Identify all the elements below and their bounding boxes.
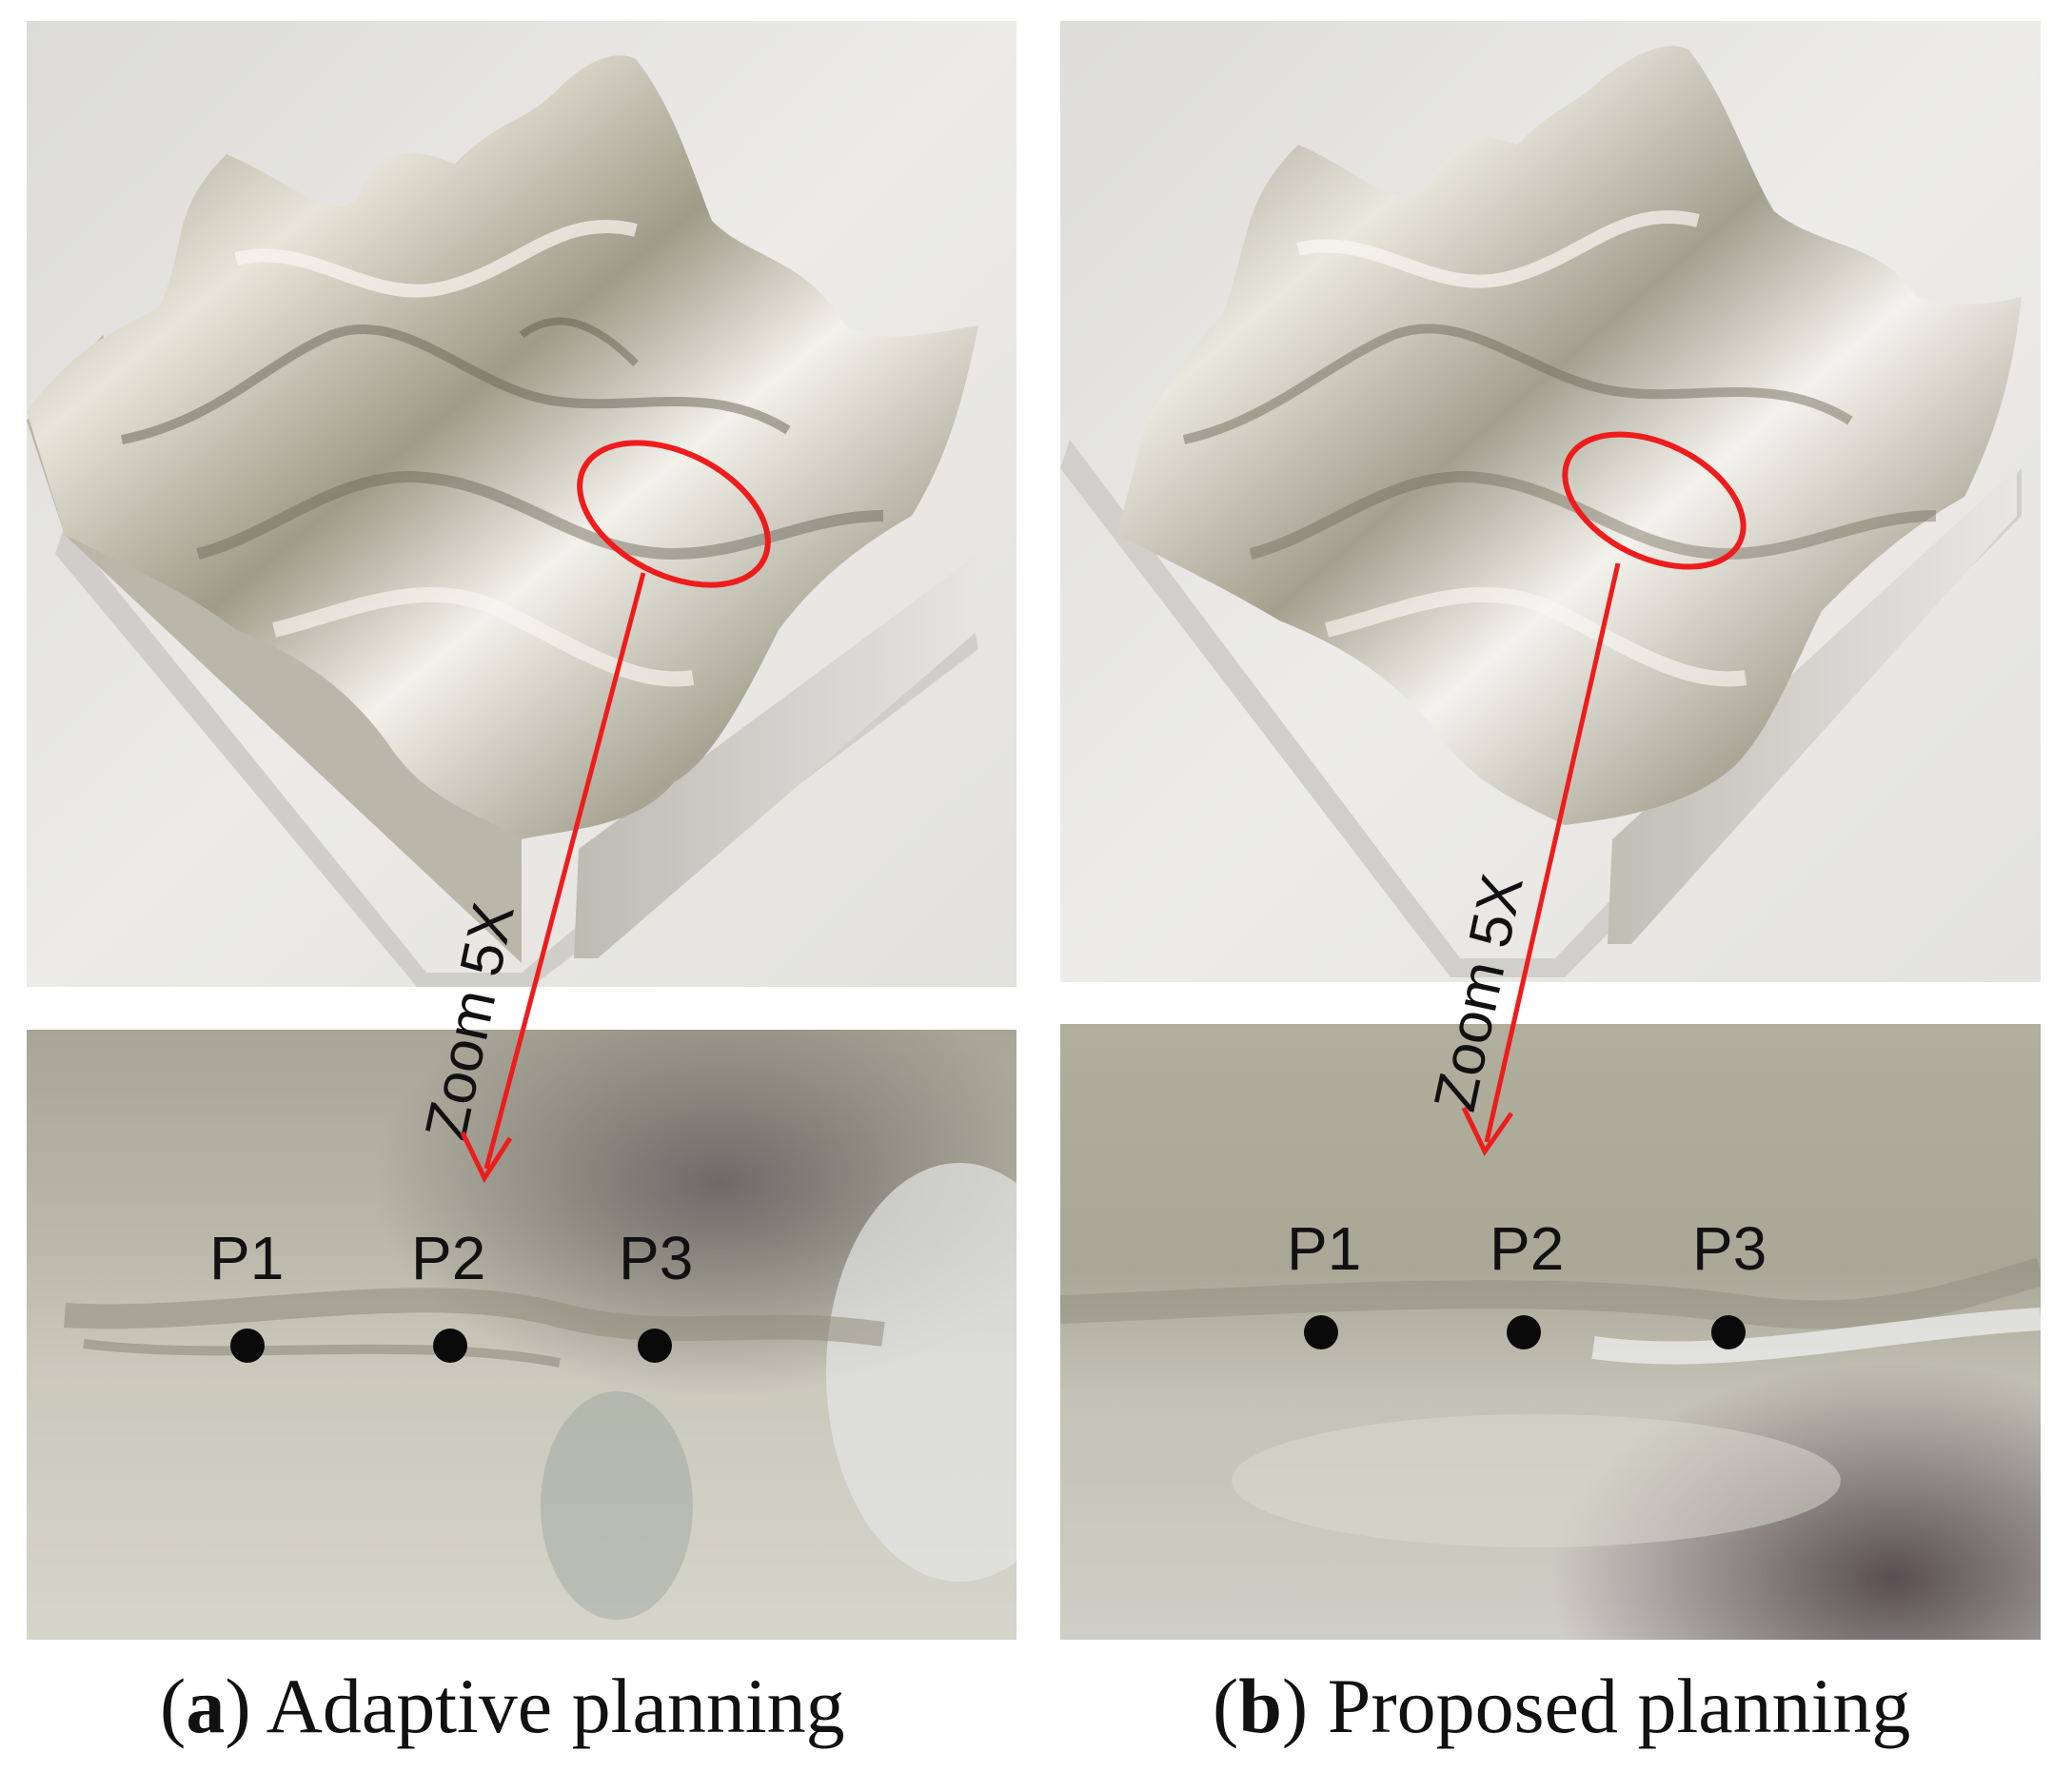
point-marker-p1 [1304,1315,1338,1349]
zoom-photo-b [1060,1024,2041,1640]
caption-b: (b) Proposed planning [1213,1663,1911,1749]
panel-a: P1 P2 P3 Zoom 5X (a) Adaptive planning [27,21,1016,1749]
point-marker-p2 [1507,1315,1541,1349]
caption-letter: a [186,1663,226,1749]
part-photo-b [1060,21,2041,982]
caption-a: (a) Adaptive planning [160,1663,845,1749]
part-photo-a [27,21,1016,987]
point-label-p3: P3 [1692,1214,1767,1283]
zoom-photo-a [27,1030,1016,1640]
point-marker-p3 [638,1329,672,1363]
caption-letter: b [1238,1663,1282,1749]
point-label-p2: P2 [1490,1214,1565,1283]
point-label-p1: P1 [1287,1214,1362,1283]
point-label-p2: P2 [411,1224,486,1292]
point-label-p1: P1 [209,1224,285,1292]
point-marker-p2 [433,1329,467,1363]
point-marker-p1 [230,1329,265,1363]
point-marker-p3 [1711,1315,1746,1349]
caption-text: Proposed planning [1327,1663,1911,1749]
caption-text: Adaptive planning [266,1663,845,1749]
panel-b: P1 P2 P3 Zoom 5X (b) Proposed planning [1036,0,2072,1772]
point-label-p3: P3 [619,1224,694,1292]
